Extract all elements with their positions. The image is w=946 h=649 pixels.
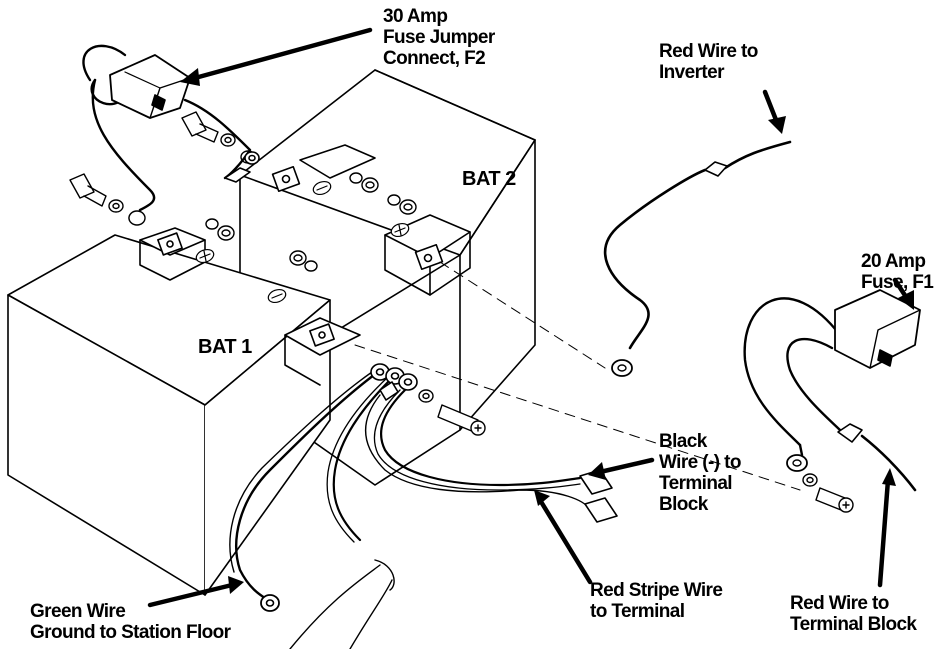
bolts: [69, 111, 854, 513]
label-20amp-fuse: 20 Amp Fuse, F1: [861, 251, 934, 293]
label-fuse-jumper: 30 Amp Fuse Jumper Connect, F2: [383, 6, 495, 69]
label-green-wire: Green Wire Ground to Station Floor: [30, 601, 231, 643]
bat1-label: BAT 1: [198, 336, 252, 358]
label-red-wire-inverter: Red Wire to Inverter: [659, 41, 758, 83]
label-red-wire-terminal: Red Wire to Terminal Block: [790, 593, 917, 635]
fuse-f1: [743, 289, 921, 492]
polarity-badges: [195, 180, 410, 304]
inverter-wire: [603, 140, 792, 377]
battery-1: [7, 227, 361, 596]
dash-lines: [354, 261, 801, 491]
label-black-wire: Black Wire (-) to Terminal Block: [659, 431, 741, 515]
battery-cables: [229, 363, 618, 649]
bat2-label: BAT 2: [462, 168, 516, 190]
label-red-stripe-wire: Red Stripe Wire to Terminal: [590, 580, 723, 622]
arrow-heads: [180, 68, 914, 594]
fuse-jumper-f2: [82, 44, 260, 226]
